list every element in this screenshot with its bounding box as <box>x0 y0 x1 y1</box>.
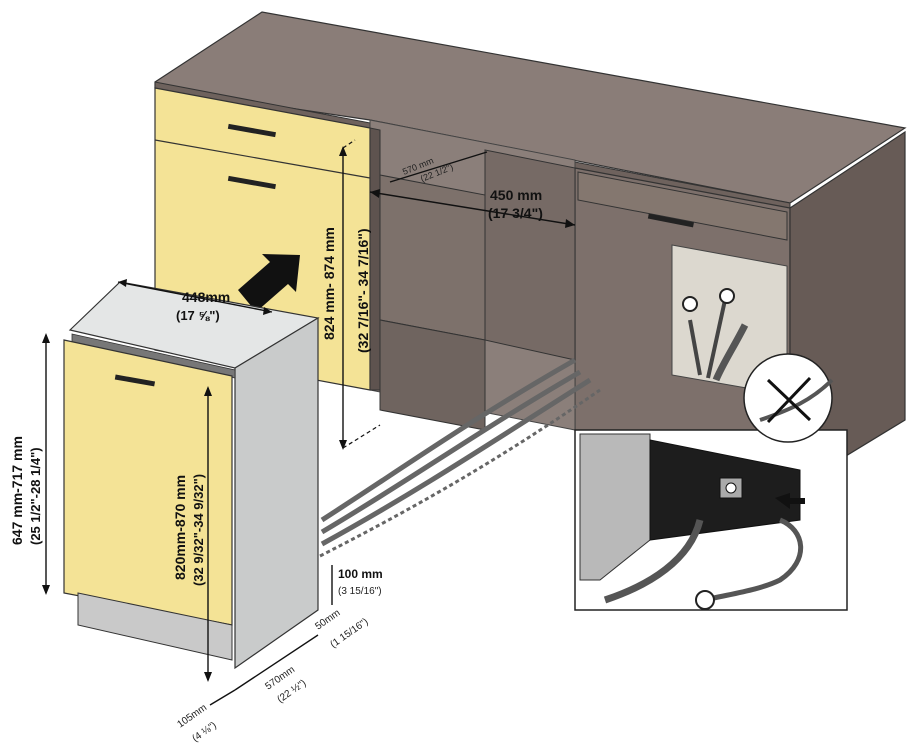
plinth-depth-imperial: (4 ⅛") <box>190 720 218 744</box>
niche-width-metric: 450 mm <box>490 187 542 203</box>
sink-cabinet <box>574 130 906 492</box>
insert-arrow-icon <box>238 254 300 312</box>
toe-kick-depth-metric: 50mm <box>313 608 342 633</box>
appliance-height-imperial: (32 9/32"-34 9/32") <box>191 474 206 586</box>
no-leak-detail-icon <box>743 353 834 443</box>
connection-detail-inset <box>574 429 848 611</box>
toe-kick-height-metric: 100 mm <box>338 567 383 581</box>
hoses <box>319 357 601 558</box>
toe-kick-height-imperial: (3 15/16") <box>338 586 382 597</box>
niche-height-metric: 824 mm- 874 mm <box>321 227 337 340</box>
niche-width-imperial: (17 3/4") <box>488 205 543 221</box>
niche-height-imperial: (32 7/16"- 34 7/16") <box>355 228 371 353</box>
dimension-lines <box>42 139 576 706</box>
dishwasher <box>63 281 320 670</box>
connection-arrow-icon <box>775 493 805 509</box>
appliance-width-metric: 448mm <box>182 289 230 305</box>
panel-height-imperial: (25 1/2"-28 1/4") <box>28 447 43 545</box>
niche <box>369 119 576 431</box>
lower-drawer-handle <box>227 175 276 190</box>
appliance-height-metric: 820mm-870 mm <box>172 475 188 580</box>
drawer-handle <box>647 213 694 228</box>
door-handle <box>114 374 156 387</box>
upper-drawer-handle <box>227 123 276 138</box>
plumbing-outlets <box>682 288 749 382</box>
appliance-width-imperial: (17 ⅝") <box>176 308 220 323</box>
panel-height-metric: 647 mm-717 mm <box>9 436 25 545</box>
